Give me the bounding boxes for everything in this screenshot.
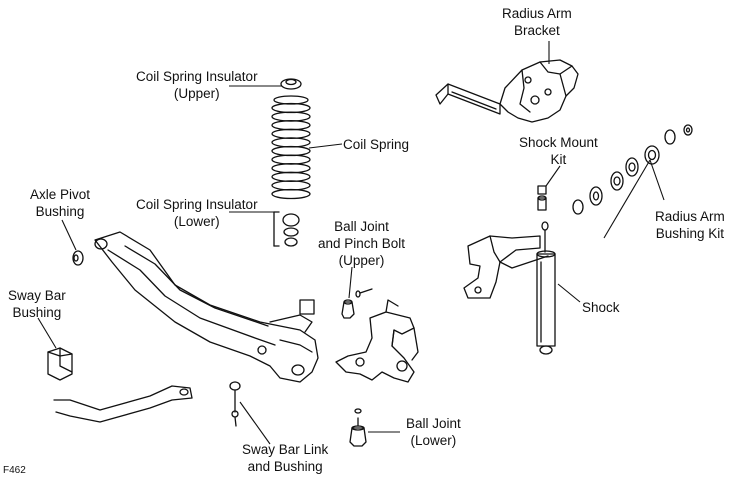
shock-drawing bbox=[536, 221, 556, 355]
label-coil-spring-insulator-lower: Coil Spring Insulator (Lower) bbox=[136, 197, 258, 229]
shock-bracket-drawing bbox=[463, 235, 549, 299]
coil-turn bbox=[271, 145, 311, 157]
radius-arm-bracket-drawing bbox=[435, 59, 579, 123]
coil-top bbox=[273, 95, 309, 105]
sway-bar-link-drawing bbox=[229, 381, 241, 427]
label-shock: Shock bbox=[582, 300, 620, 315]
coil-turn bbox=[271, 154, 311, 165]
figure-id: F462 bbox=[3, 465, 26, 476]
label-sway-bar-link: Sway Bar Link and Bushing bbox=[242, 442, 329, 474]
label-axle-pivot-bushing: Axle Pivot Bushing bbox=[30, 187, 91, 219]
radius-arm-bushing-kit-drawing bbox=[572, 124, 693, 215]
coil-turn bbox=[271, 163, 311, 174]
axle-pivot-bushing-drawing bbox=[72, 250, 84, 266]
leader-lines bbox=[37, 41, 665, 445]
label-shock-mount-kit: Shock Mount Kit bbox=[519, 135, 598, 167]
coil-turn bbox=[271, 137, 311, 148]
label-coil-spring-insulator-upper: Coil Spring Insulator (Upper) bbox=[136, 69, 258, 101]
steering-knuckle-drawing bbox=[335, 299, 419, 383]
coil-turn bbox=[271, 180, 311, 191]
coil-turn bbox=[271, 171, 311, 182]
label-radius-arm-bushing-kit: Radius Arm Bushing Kit bbox=[655, 209, 725, 241]
coil-turn bbox=[271, 188, 311, 200]
shock-mount-kit-drawing bbox=[537, 185, 547, 211]
coil-turn bbox=[271, 128, 311, 139]
label-ball-joint-lower: Ball Joint (Lower) bbox=[406, 416, 461, 448]
label-radius-arm-bracket: Radius Arm Bracket bbox=[502, 6, 572, 38]
lower-insulator-drawing bbox=[273, 211, 300, 247]
axle-beam-drawing bbox=[94, 231, 319, 383]
sway-bar-drawing bbox=[53, 385, 193, 423]
coil-turn bbox=[271, 120, 311, 131]
upper-ball-joint-drawing bbox=[341, 288, 373, 319]
coil-turn bbox=[271, 102, 311, 114]
sway-bar-bushing-drawing bbox=[47, 347, 73, 381]
label-coil-spring: Coil Spring bbox=[343, 137, 410, 152]
upper-insulator-drawing bbox=[280, 78, 302, 90]
label-ball-joint-upper: Ball Joint and Pinch Bolt (Upper) bbox=[318, 219, 406, 268]
coil-turn bbox=[271, 111, 311, 122]
lower-ball-joint-drawing bbox=[349, 408, 367, 447]
label-sway-bar-bushing: Sway Bar Bushing bbox=[8, 288, 66, 320]
coil-spring-drawing bbox=[271, 95, 311, 200]
